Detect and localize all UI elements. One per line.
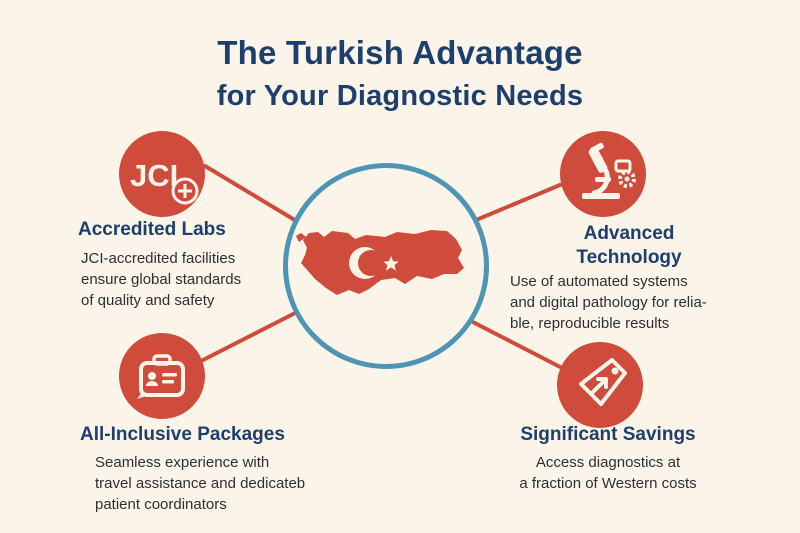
advanced-technology-heading: Advanced Technology xyxy=(576,223,682,268)
jci-badge-text: JCI xyxy=(130,158,178,193)
all-inclusive-packages-heading: All-Inclusive Packages xyxy=(80,424,285,445)
accredited-labs-description: JCI-accredited facilities ensure global … xyxy=(81,250,242,309)
page-subtitle: for Your Diagnostic Needs xyxy=(216,80,584,112)
significant-savings-description: Access diagnostics at a fraction of West… xyxy=(519,454,697,492)
jci-accreditation-icon: JCI xyxy=(130,158,199,205)
suitcase-id-icon xyxy=(137,354,185,399)
microscope-icon xyxy=(582,142,636,199)
significant-savings-badge xyxy=(557,342,643,428)
all-inclusive-packages-description: Seamless experience with travel assistan… xyxy=(95,454,306,513)
accredited-labs-heading: Accredited Labs xyxy=(78,219,226,240)
page-title: The Turkish Advantage xyxy=(217,34,583,71)
accredited-labs-badge: JCI xyxy=(119,131,205,217)
advanced-technology-description: Use of automated systems and digital pat… xyxy=(510,273,707,332)
price-tag-icon xyxy=(579,358,627,406)
significant-savings-heading: Significant Savings xyxy=(520,424,696,445)
all-inclusive-packages-badge xyxy=(119,333,205,419)
turkey-map-icon xyxy=(296,230,464,295)
advanced-technology-badge xyxy=(560,131,646,217)
